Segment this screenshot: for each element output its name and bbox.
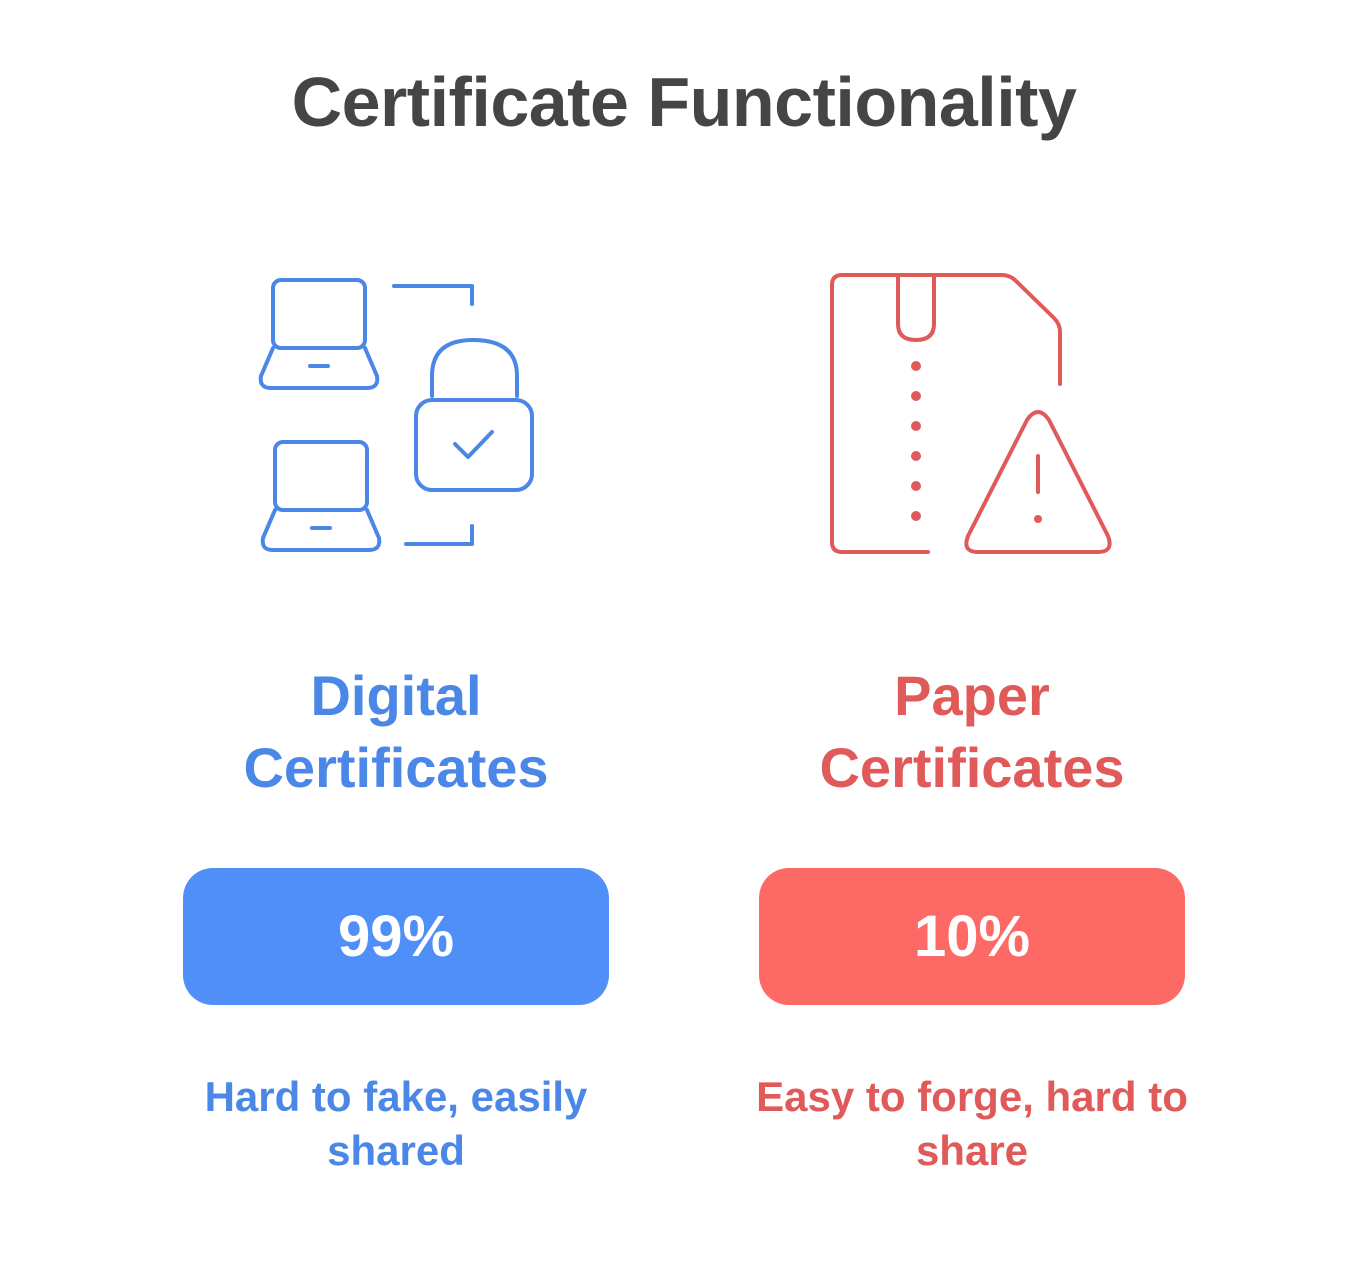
digital-heading: Digital Certificates	[116, 660, 676, 804]
paper-percent-badge: 10%	[759, 868, 1185, 1005]
digital-heading-line2: Certificates	[243, 736, 549, 799]
digital-percent-badge: 99%	[183, 868, 609, 1005]
torn-document-warning-icon	[822, 260, 1122, 570]
paper-heading-line2: Certificates	[819, 736, 1125, 799]
paper-heading-line1: Paper	[894, 664, 1050, 727]
page-title: Certificate Functionality	[291, 63, 1077, 141]
paper-column: Paper Certificates 10% Easy to forge, ha…	[692, 0, 1252, 1275]
digital-heading-line1: Digital	[310, 664, 482, 727]
digital-caption: Hard to fake, easily shared	[204, 1073, 588, 1174]
laptops-lock-check-icon	[246, 260, 546, 570]
digital-column: Digital Certificates 99% Hard to fake, e…	[116, 0, 676, 1275]
paper-caption: Easy to forge, hard to share	[756, 1073, 1188, 1174]
paper-heading: Paper Certificates	[692, 660, 1252, 804]
